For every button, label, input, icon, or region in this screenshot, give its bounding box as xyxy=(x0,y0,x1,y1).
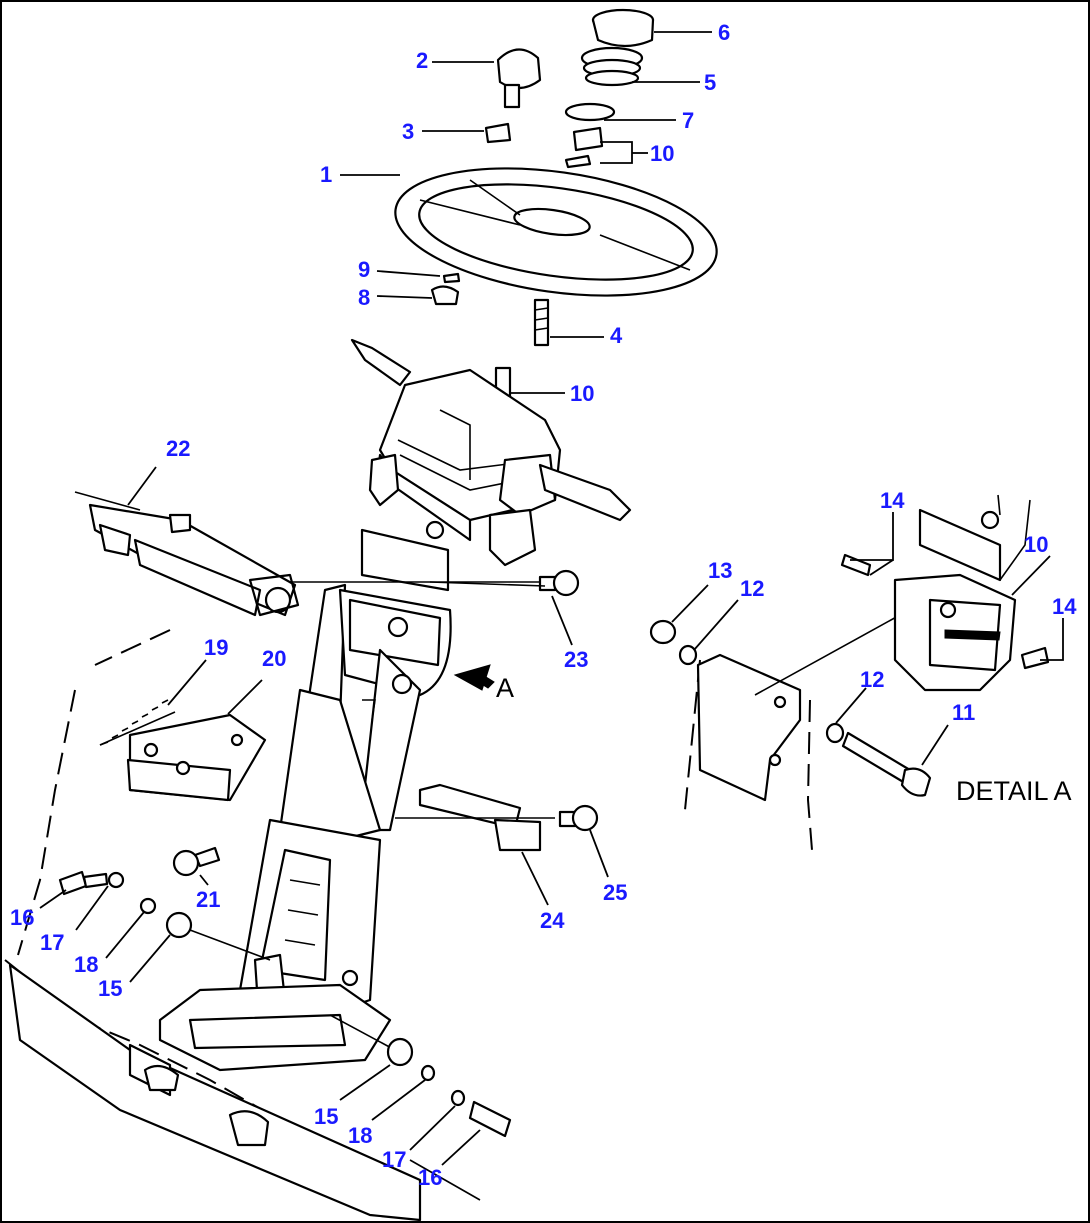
callout-10-detail: 10 xyxy=(1024,532,1048,557)
detail-a-caption: DETAIL A xyxy=(956,776,1072,806)
lever-assembly xyxy=(74,491,300,617)
callout-14-right: 14 xyxy=(1052,594,1077,619)
callout-2: 2 xyxy=(416,48,428,73)
callout-3: 3 xyxy=(402,119,414,144)
callout-16-right: 16 xyxy=(418,1165,442,1190)
callout-10-column: 10 xyxy=(570,381,594,406)
bolt-21 xyxy=(172,846,221,877)
right-mount-fasteners xyxy=(329,1014,512,1138)
horn-button-knob xyxy=(484,48,542,144)
callout-6: 6 xyxy=(718,20,730,45)
left-mount-fasteners xyxy=(58,870,271,961)
callout-19: 19 xyxy=(204,635,228,660)
callout-15-right: 15 xyxy=(314,1104,338,1129)
callout-17-left: 17 xyxy=(40,930,64,955)
detail-a-assembly xyxy=(649,494,1050,851)
steering-column-body xyxy=(158,528,452,1072)
view-arrow-label: A xyxy=(496,673,514,703)
callout-20: 20 xyxy=(262,646,286,671)
callout-1: 1 xyxy=(320,162,332,187)
callout-25: 25 xyxy=(603,880,627,905)
callout-18-left: 18 xyxy=(74,952,98,977)
horn-cap-stack xyxy=(564,8,655,169)
callout-16-left: 16 xyxy=(10,905,34,930)
leader-lines xyxy=(39,31,1064,1166)
callout-8: 8 xyxy=(358,285,370,310)
callout-11: 11 xyxy=(952,700,975,725)
bolt-23 xyxy=(290,569,580,597)
callout-21: 21 xyxy=(196,887,220,912)
callout-13: 13 xyxy=(708,558,732,583)
callout-5: 5 xyxy=(704,70,716,95)
callout-4: 4 xyxy=(610,323,623,348)
steering-wheel xyxy=(394,167,718,297)
callout-14-left: 14 xyxy=(880,488,905,513)
steering-shaft xyxy=(494,298,550,407)
view-arrow: A xyxy=(453,664,514,703)
column-switch-housing xyxy=(350,338,632,567)
callout-9: 9 xyxy=(358,257,370,282)
callout-12-upper: 12 xyxy=(740,576,764,601)
callout-18-right: 18 xyxy=(348,1123,372,1148)
callout-22: 22 xyxy=(166,436,190,461)
callout-7: 7 xyxy=(682,108,694,133)
bracket-24 xyxy=(395,783,599,852)
callout-23: 23 xyxy=(564,647,588,672)
callout-15-left: 15 xyxy=(98,976,122,1001)
cab-floor-outline xyxy=(4,629,481,1222)
callout-10-hub: 10 xyxy=(650,141,674,166)
callout-24: 24 xyxy=(540,908,565,933)
callout-17-right: 17 xyxy=(382,1147,406,1172)
callout-12-lower: 12 xyxy=(860,667,884,692)
switch-20 xyxy=(99,699,267,802)
callout-labels: 1 2 3 4 5 6 7 8 9 10 10 10 11 12 12 13 1… xyxy=(10,20,1077,1190)
washer-nut-small xyxy=(430,272,461,306)
